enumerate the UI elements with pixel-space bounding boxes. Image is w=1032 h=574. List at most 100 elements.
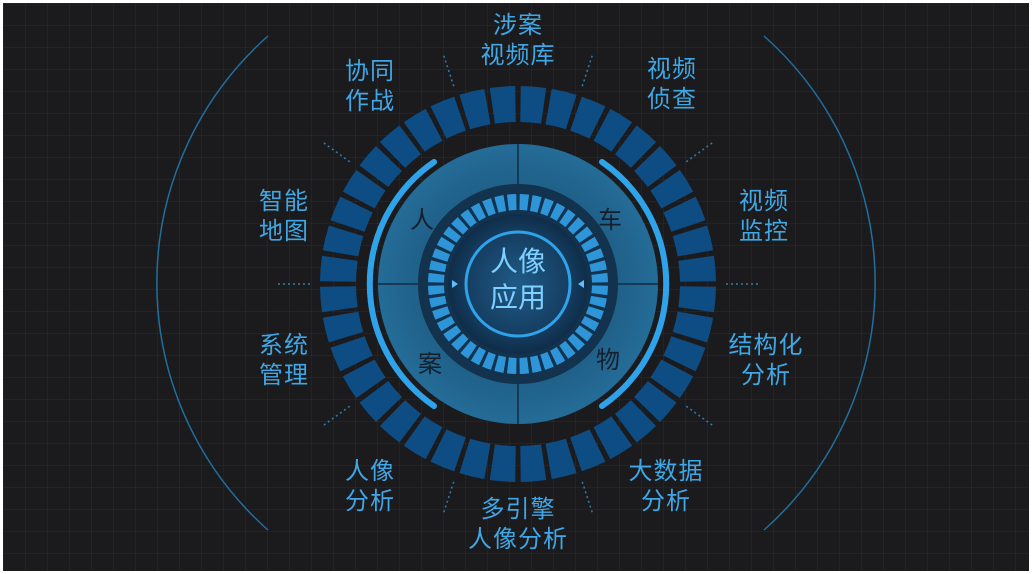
module-line2: 分析 [741, 361, 791, 389]
accent-arc-right [599, 159, 670, 409]
center-title: 人像 应用 [448, 244, 588, 316]
connector-tick [685, 405, 715, 427]
connector-tick [581, 53, 594, 87]
outer-ring-segment [520, 86, 547, 124]
inner-ring-segment [429, 260, 447, 273]
module-line2: 监控 [739, 217, 789, 245]
center-title-line2: 应用 [489, 281, 546, 314]
inner-ring-segment [436, 236, 455, 252]
inner-ring-segment [567, 333, 585, 351]
outer-ring-segment [634, 145, 677, 187]
inner-ring-segment [559, 340, 576, 359]
hub-center-ring [464, 230, 572, 338]
inner-ring-segment [559, 209, 576, 228]
inner-ring-segment [470, 202, 486, 221]
outer-ring-segment [359, 145, 402, 187]
inner-ring-segment [589, 260, 607, 273]
outer-ring-segment [322, 311, 364, 343]
outer-right-arc [763, 35, 876, 531]
outer-ring-segment [615, 400, 657, 443]
outer-ring-segment [430, 96, 466, 139]
outer-ring-segment [678, 286, 716, 313]
inner-ring-segment [428, 272, 445, 283]
outer-ring-segment [672, 311, 714, 343]
module-line1: 大数据 [628, 457, 704, 485]
outer-ring-segment [330, 196, 373, 232]
inner-ring-segment [529, 355, 542, 373]
inner-ring-segment [550, 347, 566, 366]
inner-ring-segment [451, 217, 469, 235]
center-title-line1: 人像 [489, 245, 546, 278]
quadrant-label-object: 物 [596, 346, 620, 374]
accent-arc-left [366, 159, 437, 409]
connector-tick [581, 481, 594, 515]
inner-ring-segment [428, 285, 445, 296]
module-line2: 人像分析 [468, 525, 568, 553]
inner-ring-segment [589, 295, 607, 308]
inner-ring-segment [506, 194, 517, 211]
inner-ring-segment [436, 316, 455, 332]
inner-ring-segment [585, 306, 604, 320]
module-line1: 系统 [259, 331, 309, 359]
connector-tick [442, 481, 455, 515]
outer-ring-segment [650, 359, 694, 399]
outer-ring-segment [650, 169, 694, 209]
module-line1: 智能 [259, 187, 309, 215]
inner-ring-segment [540, 351, 554, 370]
outer-ring-segment [634, 381, 677, 423]
pointer-right-icon [578, 280, 584, 288]
module-line1: 结构化 [728, 331, 804, 359]
inner-ring-segment [585, 248, 604, 262]
quadrant-label-person: 人 [410, 206, 434, 234]
inner-ring-segment [574, 226, 593, 243]
module-line2: 地图 [259, 217, 309, 245]
outer-ring-segment [593, 108, 633, 152]
outer-segment-ring [320, 86, 716, 482]
outer-ring-segment [330, 336, 373, 372]
outer-ring-segment [593, 416, 633, 460]
inner-ring-segment [529, 195, 542, 213]
module-video-surveillance: 视频 监控 [699, 186, 829, 246]
outer-ring-segment [678, 255, 716, 282]
module-smart-map: 智能 地图 [219, 186, 349, 246]
module-line1: 协同 [345, 57, 395, 85]
inner-ring-segment [574, 325, 593, 342]
inner-ring-segment [519, 194, 530, 211]
module-structured-analysis: 结构化 分析 [701, 330, 831, 390]
hub-center [448, 214, 588, 354]
outer-ring-segment [320, 286, 358, 313]
inner-ring-segment [591, 272, 608, 283]
inner-ring-segment [567, 217, 585, 235]
outer-ring-segment [342, 359, 386, 399]
module-collaborative-operations: 协同 作战 [305, 56, 435, 116]
inner-ring-segment [581, 316, 600, 332]
module-line2: 分析 [641, 487, 691, 515]
outer-ring-segment [489, 86, 516, 124]
inner-ring-segment [432, 248, 451, 262]
outer-ring-segment [342, 169, 386, 209]
outer-ring-segment [322, 225, 364, 257]
outer-ring-segment [672, 225, 714, 257]
module-line1: 视频 [739, 187, 789, 215]
inner-ring-segment [506, 357, 517, 374]
inner-ring-segment [494, 195, 507, 213]
inner-ring-segment [443, 325, 462, 342]
connector-ticks [276, 53, 760, 515]
module-system-management: 系统 管理 [219, 330, 349, 390]
inner-ring-segment [519, 357, 530, 374]
quadrant-label-case: 案 [418, 350, 442, 378]
inner-ring-segment [550, 202, 566, 221]
inner-ring-segment [540, 198, 554, 217]
pointer-left-icon [452, 280, 458, 288]
inner-ring-segment [470, 347, 486, 366]
inner-ring-segment [482, 198, 496, 217]
inner-ring-segment [460, 340, 477, 359]
inner-ring-segment [432, 306, 451, 320]
outer-ring-segment [403, 108, 443, 152]
module-line2: 作战 [345, 87, 395, 115]
outer-ring-segment [615, 125, 657, 168]
outer-ring-segment [459, 88, 491, 130]
module-multi-engine-face-analysis: 多引擎 人像分析 [443, 494, 593, 554]
module-line1: 多引擎 [480, 495, 556, 523]
